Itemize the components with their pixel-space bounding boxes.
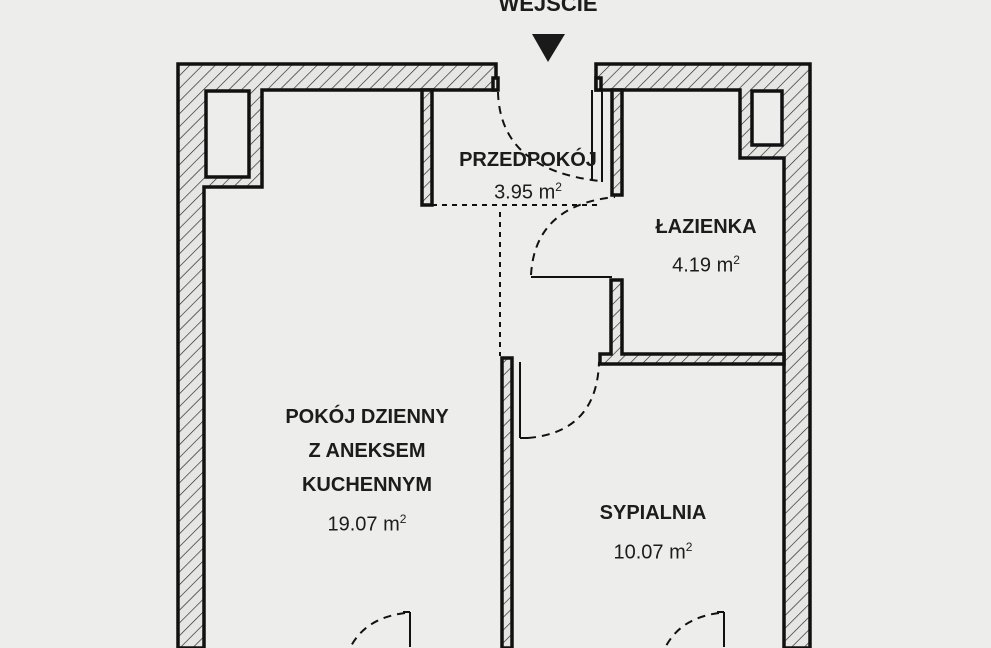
room-name-line: POKÓJ DZIENNY	[285, 406, 449, 428]
area-unit: m	[538, 181, 556, 204]
entrance-arrow-icon	[532, 34, 565, 62]
wall-living-hall	[420, 88, 434, 207]
door-balcony-right-swing	[664, 612, 720, 648]
jamb-entrance-left	[491, 76, 500, 92]
jamb-entrance-right	[594, 76, 603, 92]
outer-wall-right	[594, 62, 812, 648]
area-value: 10.07	[613, 541, 664, 564]
room-area: 4.19 m2	[655, 247, 756, 280]
room-area: 3.95 m2	[459, 174, 597, 207]
entrance-label: WEJŚCIE	[498, 0, 598, 16]
unit-superscript: 2	[733, 253, 740, 267]
room-name: ŁAZIENKA	[655, 216, 757, 238]
area-unit: m	[383, 513, 400, 536]
room-area: 10.07 m2	[600, 530, 707, 570]
room-sypialnia: SYPIALNIA 10.07 m2	[600, 496, 707, 570]
door-bedroom-swing	[527, 361, 600, 439]
room-name: PRZEDPOKÓJ	[459, 149, 597, 171]
room-name-line: KUCHENNYM	[301, 474, 432, 496]
room-lazienka: ŁAZIENKA 4.19 m2	[655, 214, 756, 280]
area-value: 4.19	[672, 254, 712, 277]
room-pokoj-dzienny: POKÓJ DZIENNY Z ANEKSEM KUCHENNYM 19.07 …	[285, 400, 448, 542]
area-unit: m	[669, 541, 686, 564]
wall-living-bedroom	[500, 356, 514, 648]
unit-superscript: 2	[555, 180, 562, 194]
walls	[176, 62, 812, 648]
door-balcony-left-swing	[349, 612, 406, 648]
area-value: 3.95	[494, 181, 533, 204]
unit-superscript: 2	[685, 540, 693, 554]
unit-superscript: 2	[399, 512, 407, 526]
room-area: 19.07 m2	[285, 502, 448, 542]
area-value: 19.07	[327, 513, 378, 536]
duct-left	[204, 89, 251, 179]
room-name: SYPIALNIA	[599, 502, 707, 524]
room-przedpokoj: PRZEDPOKÓJ 3.95 m2	[459, 147, 597, 207]
area-unit: m	[716, 254, 734, 277]
doors	[349, 90, 725, 648]
door-entrance-swing	[497, 91, 601, 182]
room-name-line: Z ANEKSEM	[308, 440, 426, 462]
wall-hall-bathroom	[610, 88, 624, 197]
door-bathroom-swing	[530, 196, 616, 276]
wall-bathroom-bottom	[598, 278, 786, 366]
duct-right	[750, 89, 784, 147]
